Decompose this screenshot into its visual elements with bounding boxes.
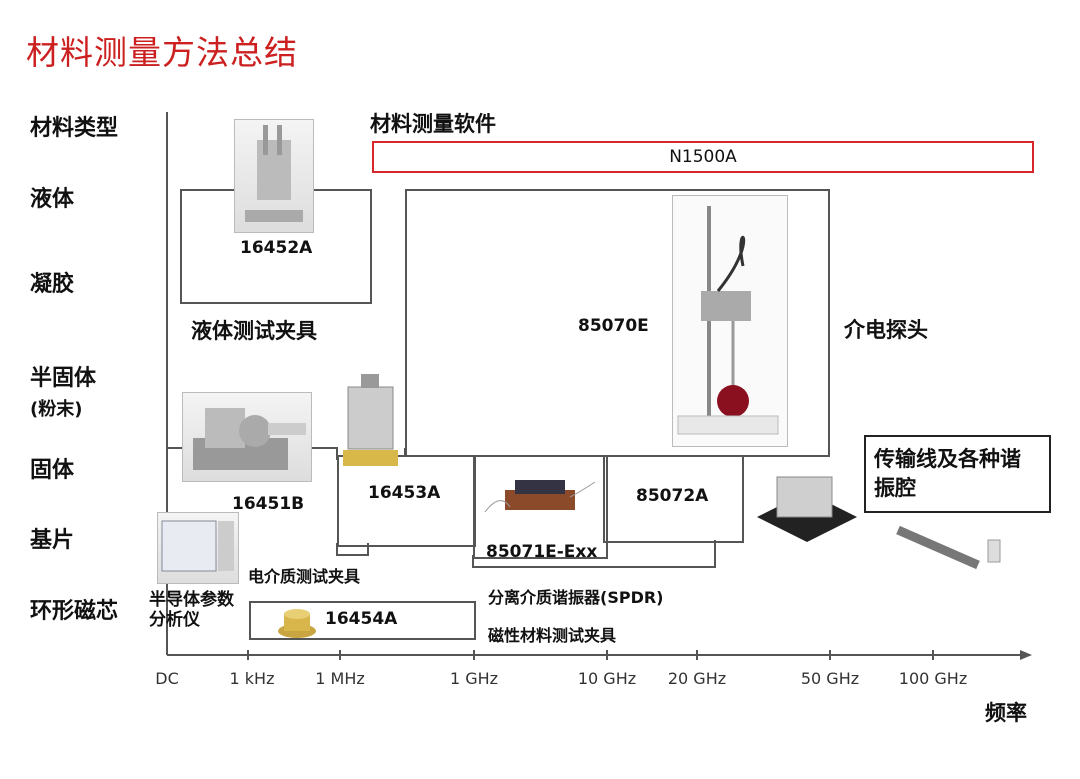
category-semisolid: 半固体 bbox=[30, 366, 97, 391]
fixture-16453a-image bbox=[343, 372, 398, 472]
axis-label: 频率 bbox=[985, 701, 1027, 725]
fixture-16454a-image bbox=[276, 604, 318, 640]
software-bar: N1500A bbox=[372, 141, 1034, 173]
box-85071e bbox=[473, 455, 608, 559]
label-16452a: 16452A bbox=[240, 238, 313, 258]
label-transmission: 传输线及各种谐振腔 bbox=[874, 447, 1021, 500]
tick-100ghz: 100 GHz bbox=[898, 669, 968, 688]
label-85070e: 85070E bbox=[578, 316, 649, 336]
waveguide-image bbox=[752, 462, 862, 547]
tick-1khz: 1 kHz bbox=[229, 669, 275, 688]
tick-10ghz: 10 GHz bbox=[577, 669, 637, 688]
label-16454a: 16454A bbox=[325, 609, 398, 629]
software-product: N1500A bbox=[669, 147, 737, 167]
box-16453a bbox=[337, 455, 476, 547]
label-dielectric-probe: 介电探头 bbox=[844, 318, 928, 342]
tick-1ghz: 1 GHz bbox=[449, 669, 499, 688]
coax-image bbox=[893, 520, 1023, 575]
tick-20ghz: 20 GHz bbox=[667, 669, 727, 688]
label-dielectric-fixture: 电介质测试夹具 bbox=[248, 567, 361, 586]
spdr-85071e-image bbox=[480, 462, 600, 534]
label-spdr: 分离介质谐振器(SPDR) bbox=[488, 588, 664, 607]
tick-50ghz: 50 GHz bbox=[800, 669, 860, 688]
category-solid: 固体 bbox=[30, 458, 75, 483]
analyzer-image bbox=[157, 512, 239, 584]
box-16454a bbox=[249, 601, 476, 640]
category-liquid: 液体 bbox=[30, 187, 75, 212]
software-heading: 材料测量软件 bbox=[370, 112, 496, 136]
probe-85070e-image bbox=[672, 195, 788, 447]
fixture-16451b-image bbox=[182, 392, 312, 482]
box-transmission: 传输线及各种谐振腔 bbox=[864, 435, 1051, 513]
category-substrate: 基片 bbox=[30, 528, 75, 553]
category-toroid: 环形磁芯 bbox=[30, 599, 119, 624]
category-header: 材料类型 bbox=[30, 116, 119, 141]
label-liquid-fixture: 液体测试夹具 bbox=[191, 319, 317, 343]
tick-dc: DC bbox=[155, 669, 179, 688]
label-magnetic-fixture: 磁性材料测试夹具 bbox=[488, 626, 617, 645]
label-85072a: 85072A bbox=[636, 486, 709, 506]
label-16451b: 16451B bbox=[232, 494, 305, 514]
category-gel: 凝胶 bbox=[30, 272, 75, 297]
fixture-16452a-image bbox=[234, 119, 314, 233]
label-85071e: 85071E-Exx bbox=[486, 542, 598, 562]
page-title: 材料测量方法总结 bbox=[26, 33, 298, 72]
label-analyzer: 半导体参数分析仪 bbox=[149, 590, 234, 630]
category-powder: (粉末) bbox=[30, 399, 83, 420]
box-85072a bbox=[603, 455, 744, 543]
tick-1mhz: 1 MHz bbox=[315, 669, 365, 688]
label-16453a: 16453A bbox=[368, 483, 441, 503]
